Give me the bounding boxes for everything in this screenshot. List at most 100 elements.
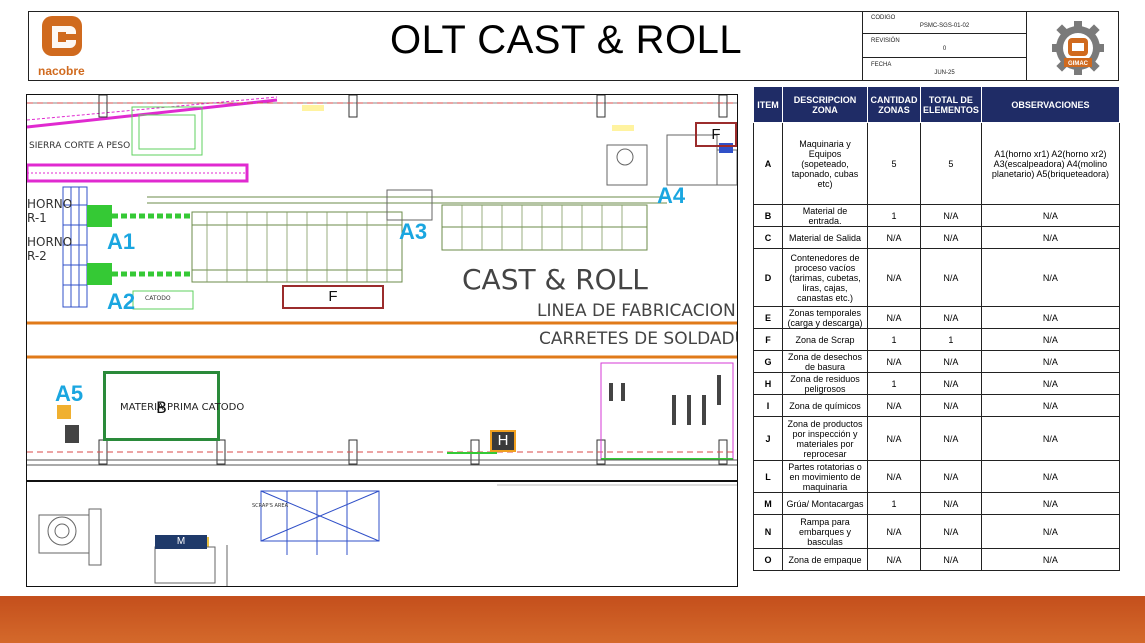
cell-cant: N/A — [867, 460, 921, 493]
cell-item: G — [753, 350, 783, 373]
label-horno-2: HORNO — [27, 235, 73, 249]
zone-a4: A4 — [657, 183, 686, 208]
cell-obs: A1(horno xr1) A2(horno xr2) A3(escalpead… — [980, 122, 1121, 205]
cell-cant: 1 — [867, 372, 921, 395]
zone-f-main: F — [282, 285, 384, 309]
nacobre-logo — [42, 16, 82, 56]
gimac-logo: GIMAC — [1052, 21, 1104, 75]
cell-desc: Maquinaria y Equipos (sopeteado, taponad… — [782, 122, 868, 205]
cell-obs: N/A — [980, 350, 1121, 373]
label-sierra: SIERRA CORTE A PESO — [29, 141, 131, 151]
zone-h: H — [490, 430, 516, 452]
cell-total: N/A — [920, 416, 982, 461]
cell-desc: Material de entrada. — [782, 204, 868, 227]
codigo-value: PSMC-SGS-01-02 — [919, 23, 970, 29]
label-cast-roll: CAST & ROLL — [462, 263, 648, 296]
header-item: ITEM — [753, 86, 783, 123]
cell-obs: N/A — [980, 372, 1121, 395]
cell-item: L — [753, 460, 783, 493]
cell-cant: N/A — [867, 226, 921, 249]
cell-cant: N/A — [867, 306, 921, 329]
cell-total: N/A — [920, 226, 982, 249]
header-descripcion: DESCRIPCION ZONA — [782, 86, 868, 123]
codigo-label: CODIGO — [871, 15, 896, 21]
cell-obs: N/A — [980, 416, 1121, 461]
cell-desc: Zona de Scrap — [782, 328, 868, 351]
cell-desc: Rampa para embarques y basculas — [782, 514, 868, 549]
zone-m: M — [155, 535, 207, 549]
fecha-value: JUN-25 — [934, 70, 955, 76]
cell-total: N/A — [920, 492, 982, 515]
meta-divider — [1026, 11, 1027, 81]
label-linea-2: CARRETES DE SOLDADURA — [539, 329, 737, 349]
cell-desc: Zonas temporales (carga y descarga) — [782, 306, 868, 329]
cell-item: O — [753, 548, 783, 571]
header-observaciones: OBSERVACIONES — [980, 86, 1121, 123]
cell-cant: N/A — [867, 350, 921, 373]
cell-obs: N/A — [980, 204, 1121, 227]
cell-item: E — [753, 306, 783, 329]
zone-a3: A3 — [399, 219, 428, 244]
zone-b-materia-prima: MATERIA PRIMA CATODO B — [103, 371, 244, 441]
cell-obs: N/A — [980, 460, 1121, 493]
cell-desc: Contenedores de proceso vacíos (tarimas,… — [782, 248, 868, 307]
cell-total: N/A — [920, 548, 982, 571]
cell-desc: Zona de productos por inspección y mater… — [782, 416, 868, 461]
zones-table: ITEM DESCRIPCION ZONA CANTIDAD ZONAS TOT… — [753, 86, 1121, 571]
label-horno-1: HORNO — [27, 197, 73, 211]
cell-total: N/A — [920, 350, 982, 373]
cell-total: N/A — [920, 204, 982, 227]
cell-item: A — [753, 122, 783, 205]
cell-desc: Zona de desechos de basura — [782, 350, 868, 373]
gimac-label: GIMAC — [1068, 61, 1089, 67]
cell-cant: N/A — [867, 514, 921, 549]
label-linea-1: LINEA DE FABRICACION DE — [537, 301, 737, 321]
revision-value: 0 — [942, 46, 947, 52]
header-cantidad: CANTIDAD ZONAS — [867, 86, 921, 123]
cell-obs: N/A — [980, 248, 1121, 307]
header-total: TOTAL DE ELEMENTOS — [920, 86, 982, 123]
zone-a2: A2 — [107, 289, 136, 314]
label-materia-prima: MATERIA PRIMA CATODO — [120, 402, 245, 413]
cell-desc: Partes rotatorias o en movimiento de maq… — [782, 460, 868, 493]
label-scrap-area: SCRAP'S AREA — [252, 503, 288, 509]
brand-name: nacobre — [38, 64, 85, 78]
cell-obs: N/A — [980, 548, 1121, 571]
cell-obs: N/A — [980, 394, 1121, 417]
fecha-row: FECHA JUN-25 — [863, 58, 1026, 81]
label-catodo: CATODO — [145, 295, 171, 302]
cell-item: D — [753, 248, 783, 307]
cell-cant: 1 — [867, 204, 921, 227]
cell-total: N/A — [920, 306, 982, 329]
cell-item: N — [753, 514, 783, 549]
floor-plan: SIERRA CORTE A PESO HORNO R-1 HORNO R-2 … — [26, 94, 738, 587]
cell-total: 1 — [920, 328, 982, 351]
cell-item: I — [753, 394, 783, 417]
cell-cant: N/A — [867, 416, 921, 461]
label-horno-1-code: R-1 — [27, 211, 47, 225]
cell-item: F — [753, 328, 783, 351]
table-header-row: ITEM DESCRIPCION ZONA CANTIDAD ZONAS TOT… — [753, 86, 1121, 123]
cell-item: B — [753, 204, 783, 227]
cell-total: N/A — [920, 514, 982, 549]
fecha-label: FECHA — [871, 62, 892, 68]
page-title: OLT CAST & ROLL — [390, 18, 743, 62]
cell-total: N/A — [920, 372, 982, 395]
label-horno-2-code: R-2 — [27, 249, 47, 263]
cell-total: N/A — [920, 248, 982, 307]
revision-row: REVISIÓN 0 — [863, 34, 1026, 58]
cell-item: M — [753, 492, 783, 515]
cell-desc: Zona de residuos peligrosos — [782, 372, 868, 395]
cell-obs: N/A — [980, 306, 1121, 329]
